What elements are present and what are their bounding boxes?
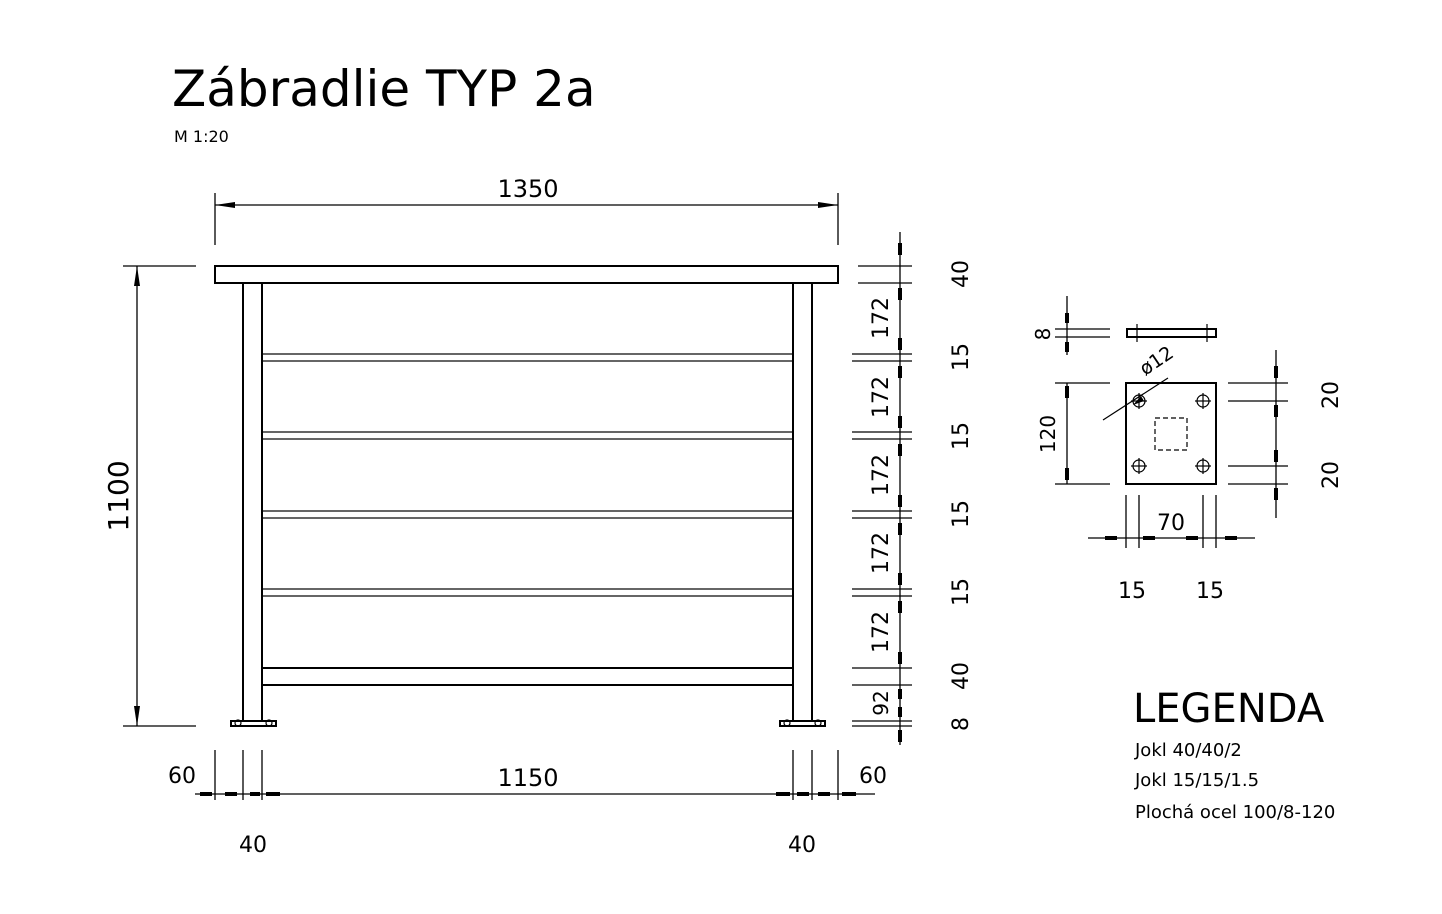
overall-width-label: 1350: [497, 175, 558, 203]
dim-hole-spacing: [1088, 495, 1255, 548]
vdim-label: 15: [949, 500, 974, 528]
legend-item: Jokl 40/40/2: [1134, 740, 1242, 761]
drawing-scale: M 1:20: [174, 127, 229, 146]
edge-left-label: 60: [168, 764, 196, 789]
dim-hole-offsets: [1228, 350, 1288, 518]
vdim-label: 40: [949, 662, 974, 690]
hole-spacing-label: 70: [1157, 511, 1185, 536]
dim-overall-width: [214, 193, 839, 245]
vdim-label: 15: [949, 343, 974, 371]
vdim-label: 172: [869, 611, 894, 653]
post-right-label: 40: [788, 833, 816, 858]
dim-plate-size: [1055, 382, 1110, 485]
right-post: [792, 282, 813, 722]
legend: LEGENDA Jokl 40/40/2 Jokl 15/15/1.5 Ploc…: [1133, 686, 1335, 823]
clear-span-label: 1150: [497, 764, 558, 792]
hole-diameter-label: ø12: [1136, 342, 1178, 380]
vdim-label: 8: [949, 717, 974, 731]
overall-height-label: 1100: [102, 460, 135, 531]
legend-item: Jokl 15/15/1.5: [1134, 770, 1259, 791]
rail-bar: [261, 588, 794, 597]
hole-offset-bottom-label: 20: [1319, 461, 1344, 489]
dim-overall-height: [123, 265, 196, 727]
vdim-label: 92: [869, 690, 893, 715]
base-plate-side-view: [1055, 296, 1217, 355]
vdim-label: 15: [949, 422, 974, 450]
dim-right-chain: [852, 232, 912, 745]
left-post: [242, 282, 263, 722]
vdim-label: 172: [869, 454, 894, 496]
right-base-plate: [779, 719, 826, 727]
bottom-rail: [261, 667, 794, 686]
rail-bar: [261, 353, 794, 362]
handrail: [214, 265, 839, 284]
vdim-label: 172: [869, 376, 894, 418]
vdim-label: 172: [869, 297, 894, 339]
rail-bar: [261, 431, 794, 440]
edge-right-label: 60: [859, 764, 887, 789]
vdim-label: 15: [949, 578, 974, 606]
hole-edge-left-label: 15: [1118, 579, 1146, 604]
hole-edge-right-label: 15: [1196, 579, 1224, 604]
plate-size-label: 120: [1036, 415, 1060, 453]
legend-item: Plochá ocel 100/8-120: [1135, 802, 1335, 823]
vdim-label: 172: [869, 532, 894, 574]
base-plate-plan-view: [1102, 377, 1217, 485]
post-left-label: 40: [239, 833, 267, 858]
vdim-label: 40: [949, 260, 974, 288]
left-base-plate: [230, 719, 277, 727]
legend-heading: LEGENDA: [1133, 686, 1325, 732]
rail-bar: [261, 510, 794, 519]
dim-bottom-chain: [195, 750, 875, 800]
hole-offset-top-label: 20: [1319, 381, 1344, 409]
railing-elevation: [214, 265, 839, 727]
drawing-title: Zábradlie TYP 2a: [172, 60, 596, 118]
plate-thickness-label: 8: [1031, 328, 1055, 341]
